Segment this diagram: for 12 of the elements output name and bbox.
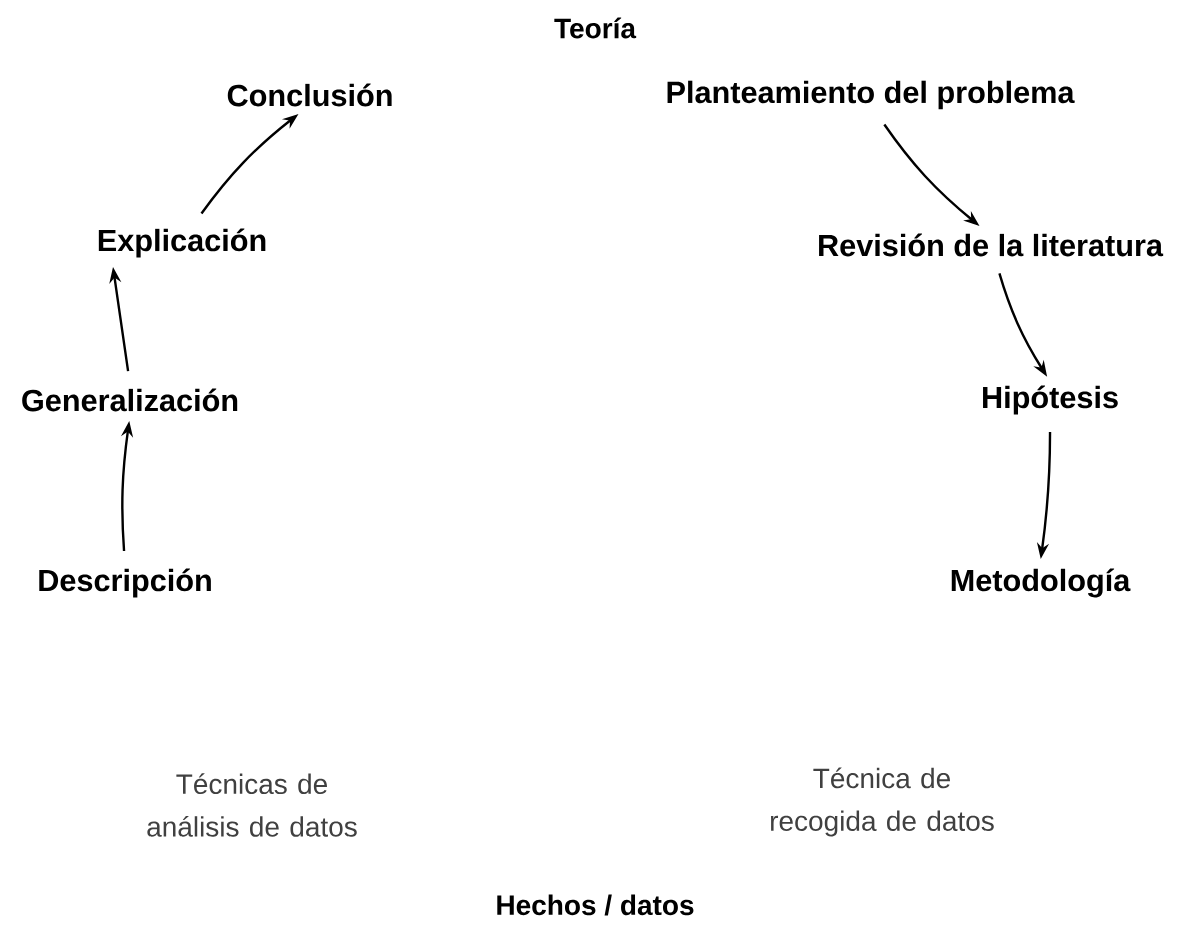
step-text: Planteamiento del problema bbox=[667, 80, 1075, 110]
step-text: Revisión de la literatura bbox=[819, 233, 1164, 257]
axis-label: Hechos / datos bbox=[497, 894, 694, 916]
step-text: Conclusión bbox=[227, 83, 392, 107]
note-text: Técnicas de análisis de datos bbox=[147, 773, 357, 837]
note-text: Técnica de recogida de datos bbox=[771, 767, 994, 837]
step-text: Explicación bbox=[98, 228, 266, 258]
step-text: Metodología bbox=[951, 568, 1131, 598]
step-text: Hipótesis bbox=[983, 385, 1118, 415]
step-text: Generalización bbox=[22, 388, 238, 412]
axis-label: Teoría bbox=[554, 17, 637, 39]
step-text: Descripción bbox=[39, 568, 211, 598]
